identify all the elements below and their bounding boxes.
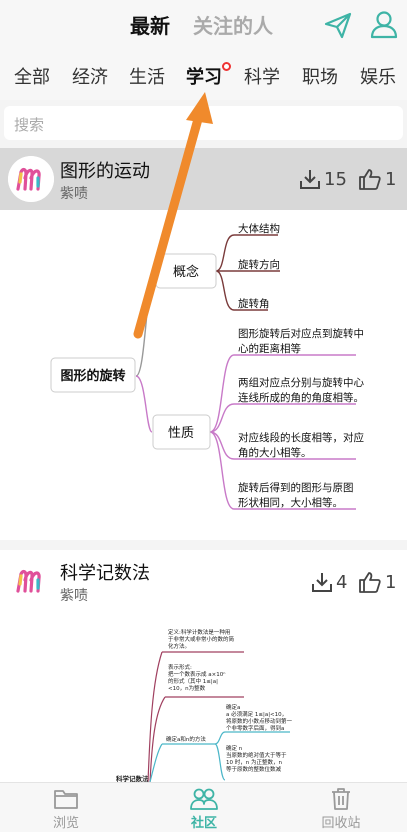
map-leaf: 心的距离相等 (238, 342, 301, 355)
map-text: 把一个数表示成 a×10ⁿ (168, 670, 225, 678)
tab-latest[interactable]: 最新 (130, 14, 170, 38)
map-root: 科学记数法 (116, 774, 149, 782)
map-branch-concept: 概念 (173, 264, 199, 280)
thumbs-up-icon[interactable] (358, 167, 382, 191)
map-leaf: 旋转方向 (238, 258, 280, 271)
map-text: 确定 n (226, 744, 243, 752)
post-author[interactable]: 紫啧 (60, 588, 88, 604)
map-leaf: 旋转后得到的图形与原图 (238, 481, 354, 494)
category-study[interactable]: 学习 (186, 67, 222, 88)
map-text: 确定a (226, 703, 240, 711)
map-root: 图形的旋转 (60, 368, 125, 384)
send-icon[interactable] (323, 10, 353, 40)
mind-map-preview[interactable]: 图形的旋转 概念 性质 大体结构 旋转方向 旋转角 图形旋转后对应点到旋转中 心… (0, 210, 407, 540)
mind-logo-icon (8, 156, 54, 202)
post-title[interactable]: 科学记数法 (60, 563, 150, 584)
top-bar: 最新 关注的人 (0, 0, 407, 52)
search-input[interactable]: 搜索 (4, 106, 403, 140)
download-count: 15 (324, 169, 347, 190)
map-leaf: 旋转角 (238, 297, 270, 310)
map-text: 等于原数的整数位数减 (226, 765, 282, 773)
download-count: 4 (336, 572, 348, 593)
post-title[interactable]: 图形的运动 (60, 161, 150, 182)
map-text: 于非常大或非常小的数的简 (168, 635, 235, 643)
map-text: 定义:科学计数法是一种用 (168, 628, 230, 636)
map-text: 确定a和n的方法 (166, 735, 206, 743)
like-count: 1 (385, 572, 397, 593)
map-leaf: 图形旋转后对应点到旋转中 (238, 327, 364, 340)
nav-recycle[interactable]: 回收站 (301, 787, 381, 831)
map-leaf: 对应线段的长度相等，对应 (238, 431, 364, 444)
community-icon (190, 788, 218, 810)
download-icon[interactable] (311, 571, 333, 593)
bottom-nav: 浏览 社区 回收站 (0, 782, 407, 832)
like-count: 1 (385, 169, 397, 190)
map-leaf: 两组对应点分别与旋转中心 (238, 376, 364, 389)
map-leaf: 连线所成的角的角度相等。 (238, 391, 364, 404)
map-leaf: 角的大小相等。 (238, 446, 312, 459)
post-card[interactable]: 图形的运动 紫啧 15 1 (0, 148, 407, 210)
nav-browse-label: 浏览 (52, 816, 79, 831)
post-card[interactable]: 科学记数法 紫啧 4 1 (0, 550, 407, 612)
category-life[interactable]: 生活 (129, 67, 165, 88)
map-leaf: 形状相同，大小相等。 (238, 496, 343, 509)
trash-icon (332, 788, 350, 810)
map-text: 当原数的绝对值大于等于 (226, 751, 287, 759)
mind-map-diagram: 图形的旋转 概念 性质 大体结构 旋转方向 旋转角 图形旋转后对应点到旋转中 心… (50, 222, 364, 510)
mind-map-preview[interactable]: 定义:科学计数法是一种用 于非常大或非常小的数的简 化方法。 表示形式: 把一个… (0, 612, 407, 782)
category-bar: 全部 经济 生活 学习 科学 职场 娱乐 (0, 52, 407, 100)
user-icon[interactable] (369, 9, 399, 39)
category-all[interactable]: 全部 (14, 67, 50, 88)
map-text: 表示形式: (168, 663, 192, 671)
tab-following[interactable]: 关注的人 (193, 14, 273, 38)
map-branch-property: 性质 (168, 426, 194, 441)
category-entertainment[interactable]: 娱乐 (360, 67, 396, 88)
map-text: <10，n为整数 (168, 684, 206, 692)
nav-recycle-label: 回收站 (321, 816, 361, 831)
map-text: 将原数的小数点移动到第一 (226, 717, 293, 725)
map-text: 10 时，n 为正整数，n (226, 758, 282, 766)
download-icon[interactable] (299, 168, 321, 190)
map-text: 化方法。 (168, 642, 190, 650)
category-workplace[interactable]: 职场 (302, 67, 338, 88)
nav-community[interactable]: 社区 (164, 787, 244, 831)
category-economy[interactable]: 经济 (72, 67, 108, 88)
nav-browse[interactable]: 浏览 (26, 787, 106, 831)
mind-map-diagram: 定义:科学计数法是一种用 于非常大或非常小的数的简 化方法。 表示形式: 把一个… (116, 628, 293, 782)
map-text: 的形式（其中 1≤|a| (168, 677, 218, 685)
nav-community-label: 社区 (190, 816, 217, 831)
map-leaf: 大体结构 (238, 222, 280, 235)
new-badge (222, 62, 231, 71)
search-placeholder: 搜索 (14, 116, 45, 134)
category-science[interactable]: 科学 (244, 67, 280, 88)
map-text: 个非零数字后面，得到a (226, 724, 284, 732)
thumbs-up-icon[interactable] (358, 570, 382, 594)
post-author[interactable]: 紫啧 (60, 186, 88, 202)
folder-icon (54, 790, 78, 809)
mind-logo-icon (8, 558, 54, 604)
map-text: a 必须满足 1≤|a|<10， (226, 710, 287, 718)
